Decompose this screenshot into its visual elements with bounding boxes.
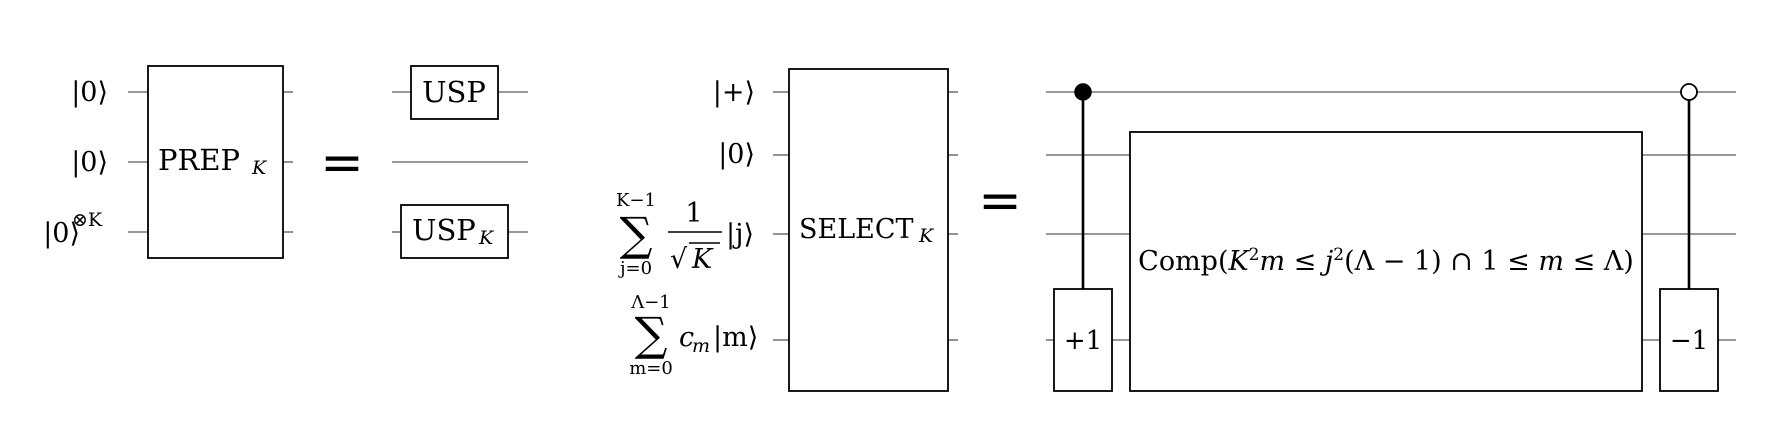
- uspk-gate-subscript: K: [478, 227, 495, 249]
- prep-circuit: |0⟩ |0⟩ |0⟩ ⊗K PREP K = USP USP K: [43, 65, 528, 259]
- select-input-plus: |+⟩: [713, 77, 755, 108]
- sub-one-gate-label: −1: [1670, 326, 1708, 356]
- usp-gate-box: [410, 65, 499, 120]
- sum-j-sqrt: √: [670, 244, 688, 275]
- comparator-gate-box: [1129, 131, 1643, 392]
- prep-input-2: |0⟩: [71, 147, 108, 178]
- sum-j-radicand: K: [691, 244, 714, 275]
- prep-gate-box: [147, 65, 284, 259]
- uspk-gate-box: [400, 204, 509, 259]
- prep-gate-label: PREP: [158, 143, 240, 177]
- control-dot-filled: [1074, 83, 1092, 101]
- sum-m-upper: Λ−1: [630, 292, 671, 313]
- prep-input-3: |0⟩: [43, 218, 80, 249]
- sum-m-coef: c: [679, 322, 694, 353]
- sum-j-upper: K−1: [616, 190, 656, 211]
- select-circuit: |+⟩ |0⟩ K−1 ∑ j=0 1 √ K |j⟩ Λ−1 ∑ m=0 c …: [616, 68, 1736, 392]
- control-dot-open: [1680, 83, 1698, 101]
- select-input-sum-m: Λ−1 ∑ m=0 c m |m⟩: [629, 292, 758, 379]
- select-input-sum-j: K−1 ∑ j=0 1 √ K |j⟩: [616, 190, 754, 279]
- sum-m-coef-sub: m: [692, 335, 710, 357]
- sum-m-lower: m=0: [629, 358, 673, 379]
- select-gate-box: [788, 68, 949, 392]
- uspk-gate-label: USP: [412, 213, 476, 247]
- add-one-gate-label: +1: [1064, 326, 1102, 356]
- sub-one-gate-box: [1659, 288, 1719, 392]
- select-gate-label: SELECT: [799, 214, 914, 245]
- sum-j-lower: j=0: [618, 258, 652, 279]
- equals-sign-right: =: [978, 171, 1022, 231]
- prep-input-3-power: ⊗K: [72, 209, 103, 231]
- select-input-zero: |0⟩: [718, 139, 755, 170]
- usp-gate-label: USP: [422, 75, 486, 109]
- sum-j-sigma: ∑: [620, 207, 653, 261]
- sum-j-numerator: 1: [685, 198, 702, 229]
- select-gate-subscript: K: [918, 225, 935, 247]
- equals-sign-left: =: [320, 133, 364, 193]
- prep-input-1: |0⟩: [71, 77, 108, 108]
- sum-m-sigma: ∑: [635, 307, 668, 361]
- sum-j-ket: |j⟩: [726, 219, 754, 250]
- prep-gate-subscript: K: [251, 157, 268, 179]
- add-one-gate-box: [1053, 288, 1113, 392]
- sum-m-ket: |m⟩: [713, 322, 758, 353]
- comparator-gate-label: Comp(K2m ≤ j2(Λ − 1) ∩ 1 ≤ m ≤ Λ): [1138, 245, 1634, 277]
